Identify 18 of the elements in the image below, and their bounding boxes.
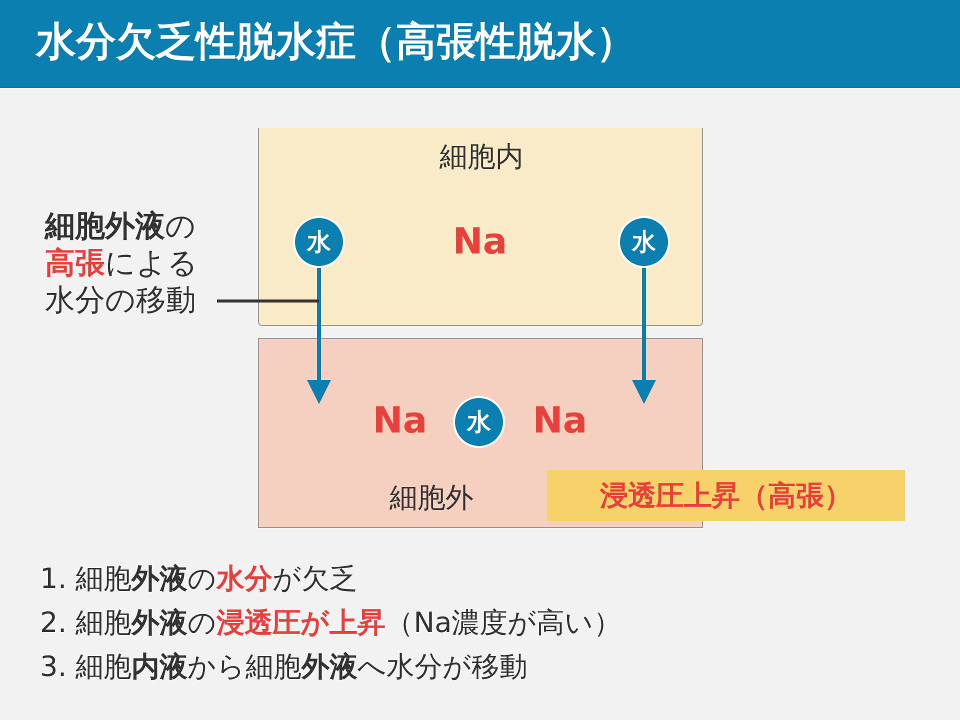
slide-title: 水分欠乏性脱水症（高張性脱水） xyxy=(36,18,636,67)
arrow xyxy=(632,266,656,404)
leader-line xyxy=(217,300,319,302)
intracellular-region xyxy=(258,128,703,326)
list-item: 2. 細胞外液の浸透圧が上昇（Na濃度が高い） xyxy=(40,605,622,641)
callout-text: 細胞外液の高張による水分の移動 xyxy=(45,208,215,319)
arrow xyxy=(307,266,331,404)
water-circle: 水 xyxy=(455,398,503,446)
water-circle: 水 xyxy=(620,218,668,266)
region-label: 細胞内 xyxy=(440,140,524,173)
highlight-label: 浸透圧上昇（高張） xyxy=(547,470,905,521)
region-label: 細胞外 xyxy=(390,481,474,514)
water-circle: 水 xyxy=(295,218,343,266)
sodium-label: Na xyxy=(452,222,508,262)
sodium-label: Na xyxy=(532,400,588,442)
list-item: 3. 細胞内液から細胞外液へ水分が移動 xyxy=(40,649,528,685)
list-item: 1. 細胞外液の水分が欠乏 xyxy=(40,561,358,597)
sodium-label: Na xyxy=(372,400,428,442)
